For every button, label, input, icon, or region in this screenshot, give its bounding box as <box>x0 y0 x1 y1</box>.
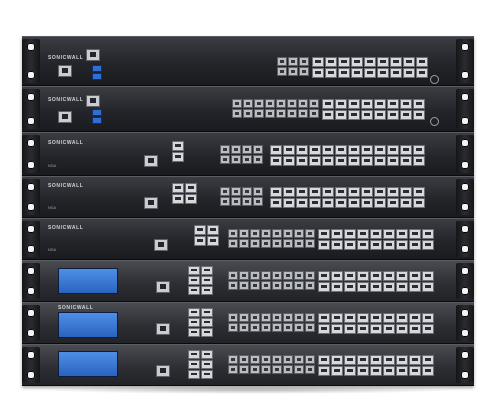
appliance-unit-4: SONICWALL NSA <box>22 176 474 218</box>
ethernet-port-bank <box>318 229 434 250</box>
appliance-unit-1: SONICWALL <box>22 36 474 86</box>
console-port <box>86 49 100 61</box>
lcd-display <box>58 351 118 377</box>
rack-ear-right <box>456 347 474 383</box>
console-port-bank <box>188 308 213 337</box>
rack-ear-left <box>22 221 40 257</box>
model-label: NSA <box>48 205 57 210</box>
appliance-unit-7: SONICWALL <box>22 302 474 344</box>
sfp-port-bank <box>277 57 309 76</box>
console-port-bank <box>172 141 184 162</box>
console-port-bank <box>188 350 213 379</box>
management-port <box>156 323 170 335</box>
appliance-unit-5: SONICWALL NSA <box>22 218 474 260</box>
rack-ear-left <box>22 305 40 341</box>
management-port <box>144 155 158 167</box>
sfp-port-bank <box>232 99 319 118</box>
usb-port <box>92 109 102 116</box>
management-port <box>156 281 170 293</box>
rack-ear-left <box>22 263 40 299</box>
ethernet-port-bank <box>318 355 434 376</box>
appliance-unit-2: SONICWALL <box>22 86 474 132</box>
ethernet-port-bank <box>270 145 425 166</box>
management-port <box>156 365 170 377</box>
rack-ear-left <box>22 179 40 215</box>
brand-logo: SONICWALL <box>48 225 84 231</box>
rack-ear-left <box>22 135 40 173</box>
ethernet-port-bank <box>312 57 428 78</box>
power-button-icon <box>430 117 439 126</box>
model-label: NSA <box>48 163 57 168</box>
ethernet-port-bank <box>318 313 434 334</box>
usb-port <box>92 117 102 124</box>
ethernet-port-bank <box>318 271 434 292</box>
management-port <box>58 65 72 77</box>
management-port <box>144 197 158 209</box>
brand-logo: SONICWALL <box>48 97 84 103</box>
appliance-unit-3: SONICWALL NSA <box>22 132 474 176</box>
sfp-port-bank <box>228 271 315 290</box>
usb-port <box>92 73 102 80</box>
lcd-display <box>58 268 118 294</box>
console-port-bank <box>172 183 197 204</box>
ethernet-port-bank <box>322 99 425 120</box>
usb-port <box>92 65 102 72</box>
rack-ear-right <box>456 135 474 173</box>
console-port-bank <box>194 225 219 246</box>
rack-ear-right <box>456 89 474 129</box>
model-label: NSA <box>48 247 57 252</box>
rack-ear-right <box>456 39 474 83</box>
sfp-port-bank <box>228 229 315 248</box>
console-port <box>86 95 100 107</box>
brand-logo: SONICWALL <box>48 140 84 146</box>
lcd-display <box>58 312 118 338</box>
sfp-port-bank <box>220 187 263 206</box>
sfp-port-bank <box>228 313 315 332</box>
rack-ear-left <box>22 39 40 83</box>
rack-ear-right <box>456 221 474 257</box>
appliance-unit-6 <box>22 260 474 302</box>
console-port-bank <box>188 266 213 295</box>
brand-logo: SONICWALL <box>48 55 84 61</box>
appliance-unit-8 <box>22 344 474 386</box>
ethernet-port-bank <box>270 187 425 208</box>
rack-ear-right <box>456 179 474 215</box>
floor-shadow <box>40 386 460 394</box>
rack-ear-right <box>456 305 474 341</box>
rack-ear-left <box>22 89 40 129</box>
brand-logo: SONICWALL <box>48 183 84 189</box>
rack-ear-left <box>22 347 40 383</box>
brand-logo: SONICWALL <box>58 305 94 311</box>
management-port <box>154 239 168 251</box>
sfp-port-bank <box>228 355 315 374</box>
rack-ear-right <box>456 263 474 299</box>
management-port <box>58 111 72 123</box>
sfp-port-bank <box>220 145 263 164</box>
power-button-icon <box>430 75 439 84</box>
